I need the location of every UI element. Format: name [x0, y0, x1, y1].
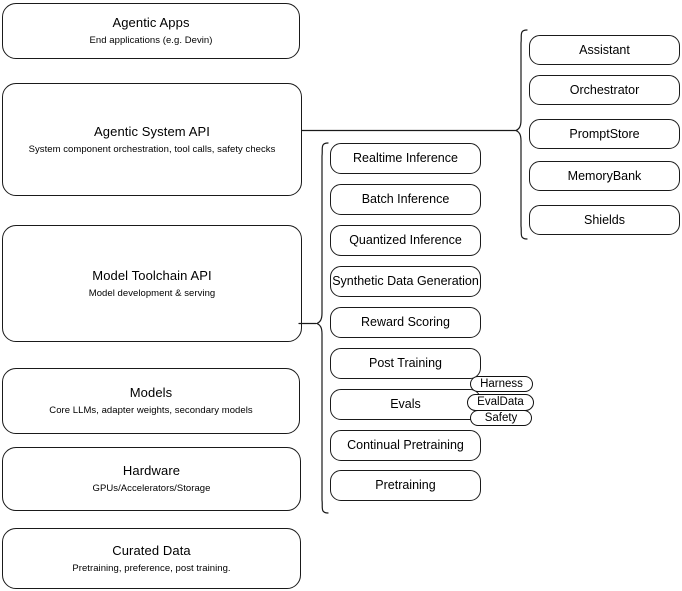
layer-agentic-apps[interactable]: Agentic Apps End applications (e.g. Devi…: [2, 3, 300, 59]
layer-subtitle: Model development & serving: [88, 287, 216, 299]
capability-batch-inference[interactable]: Batch Inference: [330, 184, 481, 215]
capability-title: Quantized Inference: [349, 233, 462, 247]
capability-quantized-inference[interactable]: Quantized Inference: [330, 225, 481, 256]
layer-title: Hardware: [122, 463, 181, 478]
component-title: Orchestrator: [569, 82, 640, 97]
component-memorybank[interactable]: MemoryBank: [529, 161, 680, 191]
badge-evaldata[interactable]: EvalData: [467, 394, 534, 411]
badge-harness[interactable]: Harness: [470, 376, 533, 392]
layer-models[interactable]: Models Core LLMs, adapter weights, secon…: [2, 368, 300, 434]
layer-model-toolchain-api[interactable]: Model Toolchain API Model development & …: [2, 225, 302, 342]
capability-title: Batch Inference: [361, 192, 450, 206]
brace-system-components: [515, 29, 528, 240]
capability-title: Post Training: [369, 356, 442, 370]
badge-label: Safety: [484, 411, 518, 424]
capability-synthetic-data-generation[interactable]: Synthetic Data Generation: [330, 266, 481, 297]
layer-hardware[interactable]: Hardware GPUs/Accelerators/Storage: [2, 447, 301, 511]
layer-title: Agentic Apps: [112, 15, 190, 30]
capability-post-training[interactable]: Post Training: [330, 348, 481, 379]
component-title: PromptStore: [569, 126, 640, 141]
capability-title: Continual Pretraining: [347, 438, 464, 452]
component-shields[interactable]: Shields: [529, 205, 680, 235]
component-assistant[interactable]: Assistant: [529, 35, 680, 65]
layer-title: Agentic System API: [94, 123, 210, 139]
component-orchestrator[interactable]: Orchestrator: [529, 75, 680, 105]
component-title: MemoryBank: [567, 168, 642, 183]
capability-title: Realtime Inference: [353, 151, 458, 165]
layer-title: Model Toolchain API: [92, 267, 212, 283]
capability-title: Pretraining: [375, 478, 436, 492]
capability-evals[interactable]: Evals: [330, 389, 481, 420]
layer-subtitle: GPUs/Accelerators/Storage: [92, 483, 211, 494]
capability-reward-scoring[interactable]: Reward Scoring: [330, 307, 481, 338]
layer-curated-data[interactable]: Curated Data Pretraining, preference, po…: [2, 528, 301, 589]
component-title: Assistant: [579, 42, 630, 57]
brace-toolchain-capabilities: [316, 142, 329, 514]
badge-label: Harness: [480, 377, 523, 390]
capability-continual-pretraining[interactable]: Continual Pretraining: [330, 430, 481, 461]
capability-realtime-inference[interactable]: Realtime Inference: [330, 143, 481, 174]
layer-title: Curated Data: [112, 542, 191, 558]
layer-subtitle: Pretraining, preference, post training.: [72, 562, 231, 574]
layer-title: Models: [129, 385, 173, 400]
badge-label: EvalData: [477, 396, 524, 408]
capability-title: Evals: [390, 397, 421, 411]
component-promptstore[interactable]: PromptStore: [529, 119, 680, 149]
component-title: Shields: [584, 212, 625, 227]
layer-subtitle: System component orchestration, tool cal…: [28, 143, 276, 155]
capability-pretraining[interactable]: Pretraining: [330, 470, 481, 501]
capability-title: Reward Scoring: [361, 315, 450, 329]
capability-title: Synthetic Data Generation: [332, 274, 479, 288]
layer-subtitle: Core LLMs, adapter weights, secondary mo…: [49, 405, 253, 416]
badge-safety[interactable]: Safety: [470, 410, 532, 426]
layer-agentic-system-api[interactable]: Agentic System API System component orch…: [2, 83, 302, 196]
layer-subtitle: End applications (e.g. Devin): [89, 35, 213, 46]
